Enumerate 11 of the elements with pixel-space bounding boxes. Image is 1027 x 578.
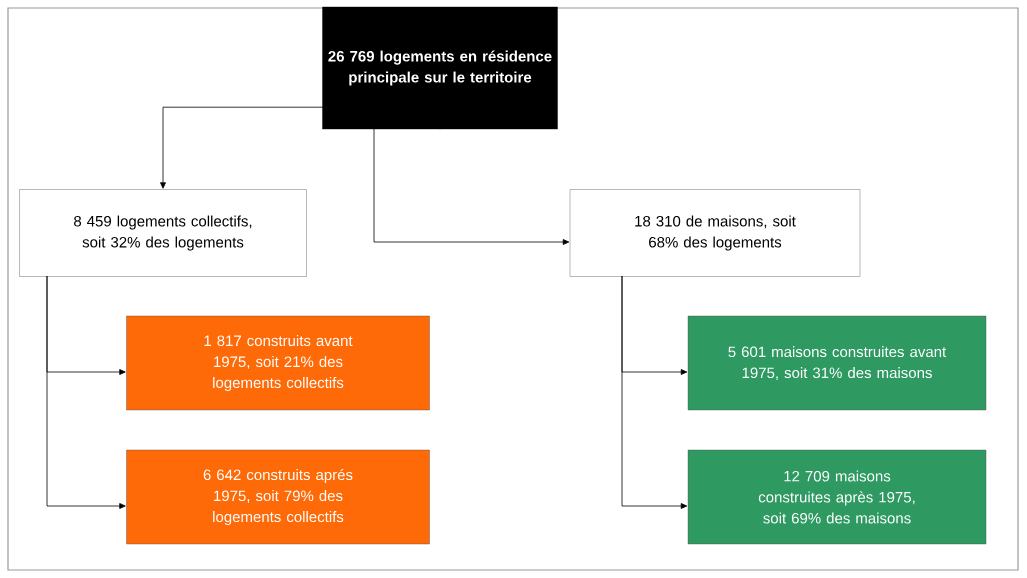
category-box: 8 459 logements collectifs, soit 32% des logements [19,189,307,277]
subcategory-box: 12 709 maisons construites après 1975, soit 69% des maisons [687,449,987,545]
arrow [160,106,441,189]
arrow [46,275,126,509]
subcategory-box: 1 817 construits avant 1975, soit 21% des logements collectifs [126,315,430,411]
subcategory-box: 6 642 construits aprés 1975, soit 79% des logements collectifs [126,449,430,545]
arrow [621,275,688,509]
title-box: 26 769 logements en résidence principale sur le territoire [322,6,558,130]
category-box: 18 310 de maisons, soit 68% des logements [569,189,861,277]
subcategory-box: 5 601 maisons construites avant 1975, soit 31% des maisons [687,315,987,411]
arrow [373,128,570,245]
